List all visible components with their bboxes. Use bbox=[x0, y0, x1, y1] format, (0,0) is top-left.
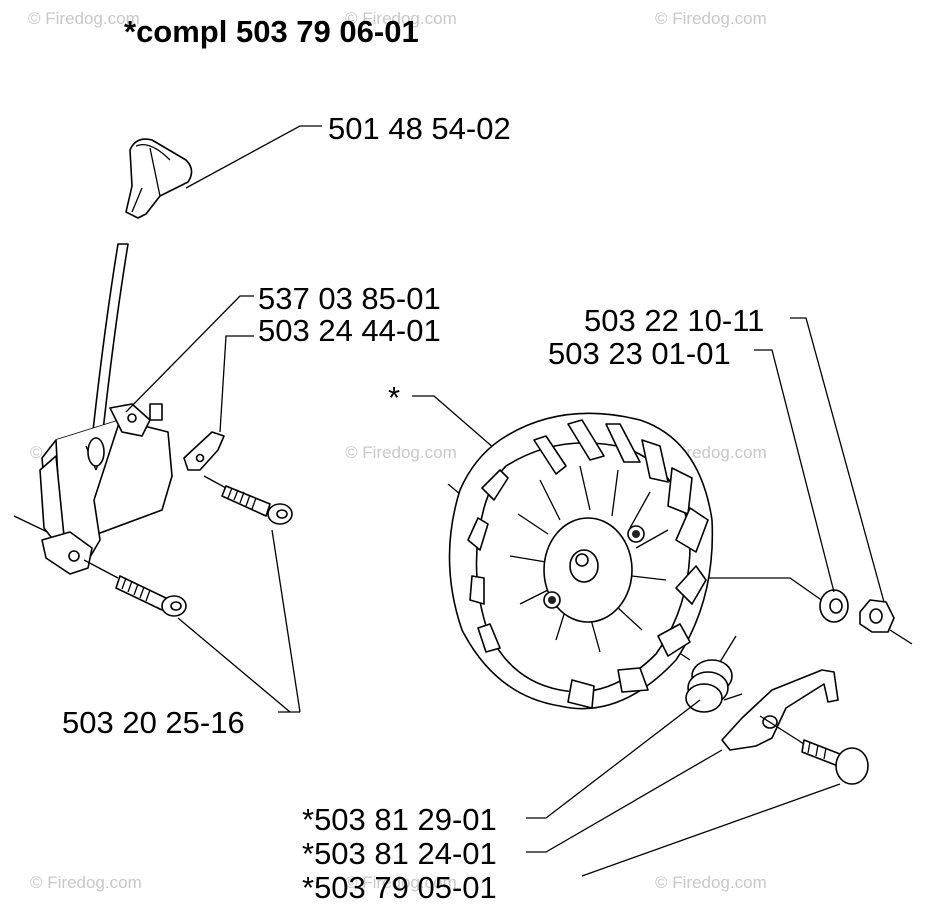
label-coil: 537 03 85-01 bbox=[258, 281, 441, 316]
terminal-bracket bbox=[183, 431, 225, 471]
label-bracket: 503 24 44-01 bbox=[258, 313, 441, 348]
leader-spark-cap bbox=[185, 125, 322, 189]
screw-upper-axis bbox=[203, 475, 227, 489]
kit-title: *compl 503 79 06-01 bbox=[124, 14, 419, 49]
watermark-top-right: © Firedog.com bbox=[655, 9, 767, 28]
watermark-bottom-center: © Firedog.com bbox=[345, 873, 457, 892]
label-spring: *503 81 29-01 bbox=[302, 802, 497, 837]
coil-screw-lower bbox=[115, 575, 187, 617]
spark-plug-cap bbox=[125, 138, 193, 219]
coil-screw-upper bbox=[221, 485, 293, 525]
leader-flywheel bbox=[412, 395, 511, 463]
leader-washer bbox=[754, 349, 835, 593]
label-flywheel-star: * bbox=[388, 380, 400, 415]
label-nut: 503 22 10-11 bbox=[584, 303, 764, 338]
flywheel bbox=[448, 412, 714, 710]
starter-pawl bbox=[721, 669, 839, 751]
pawl-spring bbox=[685, 635, 743, 713]
leader-pin bbox=[581, 783, 841, 877]
label-screws: 503 20 25-16 bbox=[62, 705, 245, 740]
leader-nut bbox=[790, 317, 885, 603]
leader-screw-upper bbox=[271, 529, 301, 713]
watermark-top-left: © Firedog.com bbox=[28, 9, 140, 28]
label-pawl: *503 81 24-01 bbox=[302, 836, 497, 871]
pawl-pin bbox=[759, 715, 869, 785]
leader-screw-lower bbox=[177, 617, 291, 713]
leader-bracket bbox=[219, 335, 254, 433]
washer bbox=[819, 589, 849, 623]
leader-coil bbox=[125, 295, 254, 413]
label-spark-cap: 501 48 54-02 bbox=[328, 111, 511, 146]
coil-axis-lower bbox=[83, 559, 119, 579]
watermark-mid-center: © Firedog.com bbox=[345, 443, 457, 462]
label-washer: 503 23 01-01 bbox=[548, 336, 731, 371]
watermark-top-center: © Firedog.com bbox=[345, 9, 457, 28]
watermark-bottom-left: © Firedog.com bbox=[30, 873, 142, 892]
flywheel-nut bbox=[859, 599, 895, 633]
leader-pawl bbox=[526, 749, 723, 853]
label-pin: *503 79 05-01 bbox=[302, 870, 497, 905]
leader-spring bbox=[526, 699, 701, 819]
axis-nut-end bbox=[889, 629, 913, 645]
watermark-bottom-right: © Firedog.com bbox=[655, 873, 767, 892]
ignition-coil bbox=[39, 403, 173, 575]
